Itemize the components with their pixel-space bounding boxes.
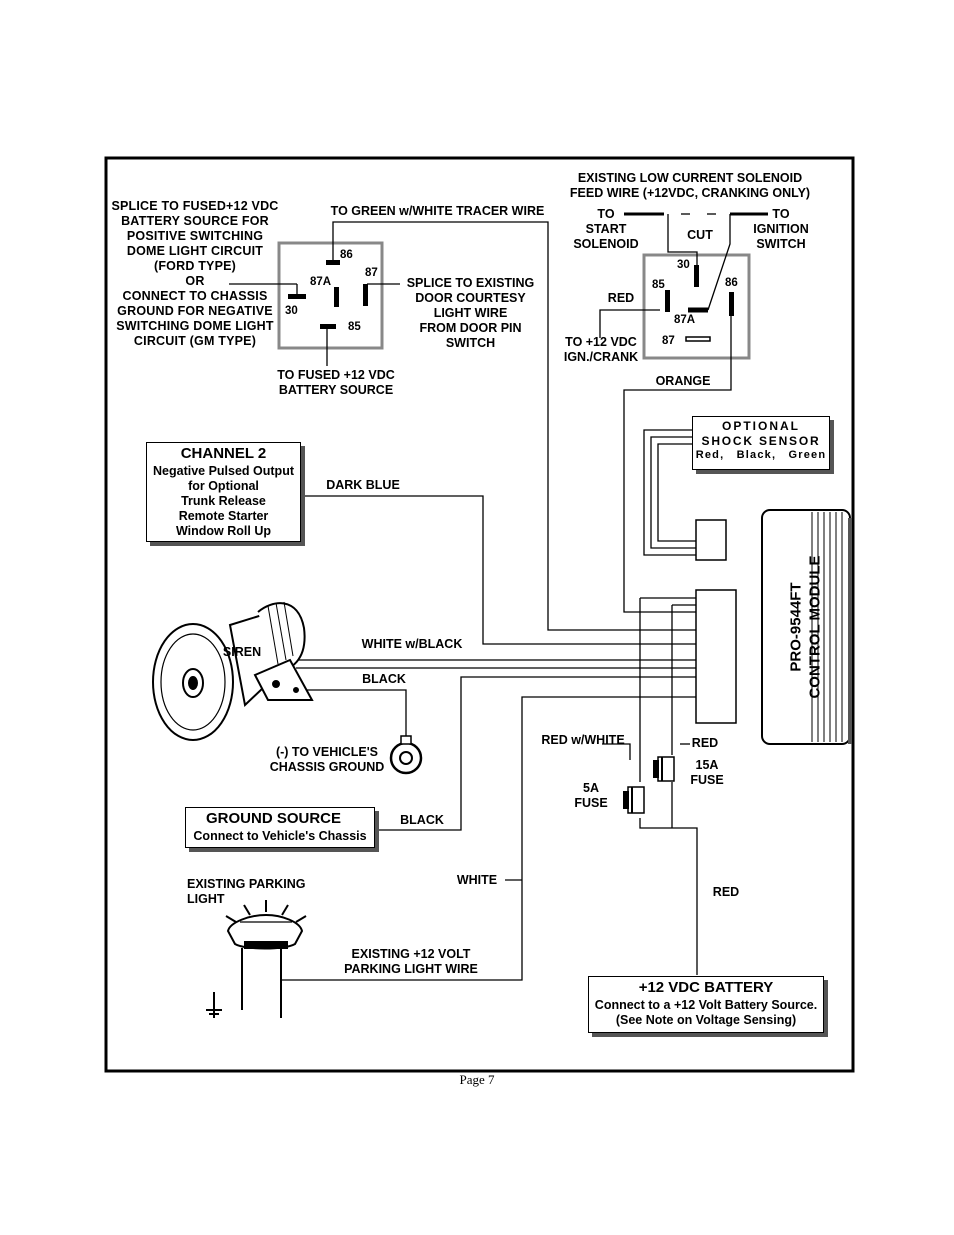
parking-light [206,900,307,1018]
diagram-frame [104,156,855,1073]
relay2-pin-87a: 87A [674,314,696,326]
siren-ground-label: (-) TO VEHICLE'S CHASSIS GROUND [269,745,385,774]
fuse-red-label: RED [691,736,719,750]
fuse-red-white-label: RED w/WHITE [541,733,625,747]
shock-sensor-wires: Red, Black, Green [695,449,827,461]
battery-body: Connect to a +12 Volt Battery Source. (S… [594,998,818,1027]
ground-source-body: Connect to Vehicle's Chassis [193,829,367,843]
relay2-pin-30: 30 [677,259,690,271]
siren-label: SIREN [222,645,262,659]
ground-source-wire-label: BLACK [400,813,444,827]
shock-sensor-connector [695,519,727,561]
relay1-pin-86: 86 [340,249,353,261]
fuse-5a-label: 5A FUSE [574,781,608,810]
shock-sensor-subtitle: SHOCK SENSOR [701,434,821,448]
control-module: PRO-9544FT CONTROL MODULE [764,512,848,742]
relay2-to-ignition: TO IGNITION SWITCH [753,207,809,251]
relay2-red-label: RED [607,291,635,305]
battery-box: +12 VDC BATTERY Connect to a +12 Volt Ba… [588,976,824,1033]
relay2-pin-86: 86 [725,277,738,289]
relay2-to-start: TO START SOLENOID [573,207,639,251]
relay2-cut: CUT [687,228,713,242]
fuse-15a [653,756,675,782]
relay1-right-note: SPLICE TO EXISTING DOOR COURTESY LIGHT W… [406,276,535,350]
channel2-title: CHANNEL 2 [180,445,267,462]
battery-red-label: RED [712,885,740,899]
shock-sensor-box: OPTIONAL SHOCK SENSOR Red, Black, Green [692,416,830,470]
ground-source-title: GROUND SOURCE [206,810,342,827]
relay1-pin-87: 87 [365,267,378,279]
page-number: Page 7 [459,1072,495,1087]
shock-sensor-title: OPTIONAL [722,419,800,433]
fuse-5a [623,786,645,814]
relay1-top-note: TO GREEN w/WHITE TRACER WIRE [330,204,545,218]
chassis-ground-terminal [389,735,423,775]
relay2-orange-label: ORANGE [655,374,711,388]
relay1-pin-85: 85 [348,321,361,333]
siren-wire2-label: BLACK [362,672,406,686]
module-harness-connector [695,589,737,724]
relay-2 [642,253,751,360]
relay1-pin-30: 30 [285,305,298,317]
siren-wire1-label: WHITE w/BLACK [361,637,463,651]
relay-1 [277,241,384,350]
relay1-left-note: SPLICE TO FUSED+12 VDC BATTERY SOURCE FO… [111,199,279,348]
channel2-body: Negative Pulsed Output for Optional Trun… [153,464,294,538]
battery-title: +12 VDC BATTERY [638,979,774,996]
ground-source-box: GROUND SOURCE Connect to Vehicle's Chass… [185,807,375,848]
relay1-pin-87a: 87A [310,276,332,288]
module-name: CONTROL MODULE [807,555,824,699]
relay2-top-note: EXISTING LOW CURRENT SOLENOID FEED WIRE … [569,171,811,200]
parking-light-label: EXISTING PARKING LIGHT [187,877,306,906]
fuse-15a-label: 15A FUSE [690,758,724,787]
relay2-to-ign: TO +12 VDC IGN./CRANK [563,335,639,364]
relay2-pin-87: 87 [662,335,675,347]
parking-wire-label: EXISTING +12 VOLT PARKING LIGHT WIRE [344,947,478,976]
siren-horn [152,601,314,741]
control-module-body [761,509,852,745]
relay2-pin-85: 85 [652,279,665,291]
relay1-bottom-note: TO FUSED +12 VDC BATTERY SOURCE [277,368,395,397]
module-model: PRO-9544FT [788,582,805,672]
channel2-wire-label: DARK BLUE [326,478,400,492]
parking-wire-white: WHITE [456,873,498,887]
channel2-box: CHANNEL 2 Negative Pulsed Output for Opt… [146,442,301,542]
